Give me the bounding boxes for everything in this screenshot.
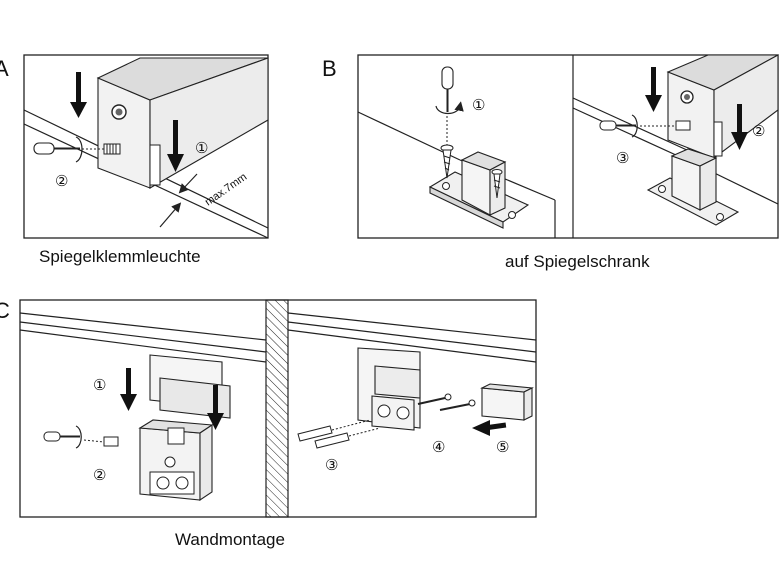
wall-plug-icon xyxy=(297,419,381,449)
cabinet-top xyxy=(19,312,267,363)
panel-b-caption: auf Spiegelschrank xyxy=(505,252,650,271)
step-label: ② xyxy=(55,173,68,190)
lamp-housing xyxy=(138,419,214,502)
down-arrow xyxy=(731,104,748,150)
screwdriver-icon xyxy=(435,66,464,115)
step-label: ① xyxy=(195,140,208,157)
screw-icon xyxy=(417,393,476,411)
lamp-housing xyxy=(371,395,415,431)
down-arrow xyxy=(645,67,662,112)
down-arrow xyxy=(120,368,137,411)
step-label: ② xyxy=(93,467,106,484)
step-label: ① xyxy=(472,97,485,114)
step-label: ③ xyxy=(616,150,629,167)
panel-b-letter: B xyxy=(322,56,337,81)
step-label: ⑤ xyxy=(496,439,509,456)
screwdriver-icon xyxy=(43,425,82,449)
panel-c-caption: Wandmontage xyxy=(175,530,285,549)
panel-a: A xyxy=(0,54,269,266)
panel-c: C xyxy=(0,298,537,549)
lamp-housing xyxy=(666,54,779,160)
set-screw-icon xyxy=(103,143,121,155)
set-screw-icon xyxy=(675,120,691,131)
down-arrow xyxy=(167,120,184,172)
down-arrow xyxy=(207,385,224,430)
left-arrow xyxy=(472,420,507,436)
step-label: ④ xyxy=(432,439,445,456)
set-screw-icon xyxy=(103,436,119,447)
step-label: ③ xyxy=(325,457,338,474)
step-label: ② xyxy=(752,123,765,140)
screw-icon xyxy=(491,169,503,199)
mounting-plate xyxy=(646,148,740,226)
panel-a-letter: A xyxy=(0,56,9,81)
panel-a-caption: Spiegelklemmleuchte xyxy=(39,247,201,266)
mounting-plate xyxy=(149,354,231,419)
screwdriver-icon xyxy=(33,136,83,163)
panel-c-letter: C xyxy=(0,298,10,323)
cover-plate xyxy=(480,383,534,421)
dashed-guide xyxy=(83,439,105,443)
panel-b: B xyxy=(322,54,779,271)
step-label: ① xyxy=(93,377,106,394)
wall-section xyxy=(265,299,289,518)
cabinet-top xyxy=(287,312,537,363)
screwdriver-icon xyxy=(599,114,638,138)
screw-icon xyxy=(440,144,454,179)
down-arrow xyxy=(70,72,87,118)
